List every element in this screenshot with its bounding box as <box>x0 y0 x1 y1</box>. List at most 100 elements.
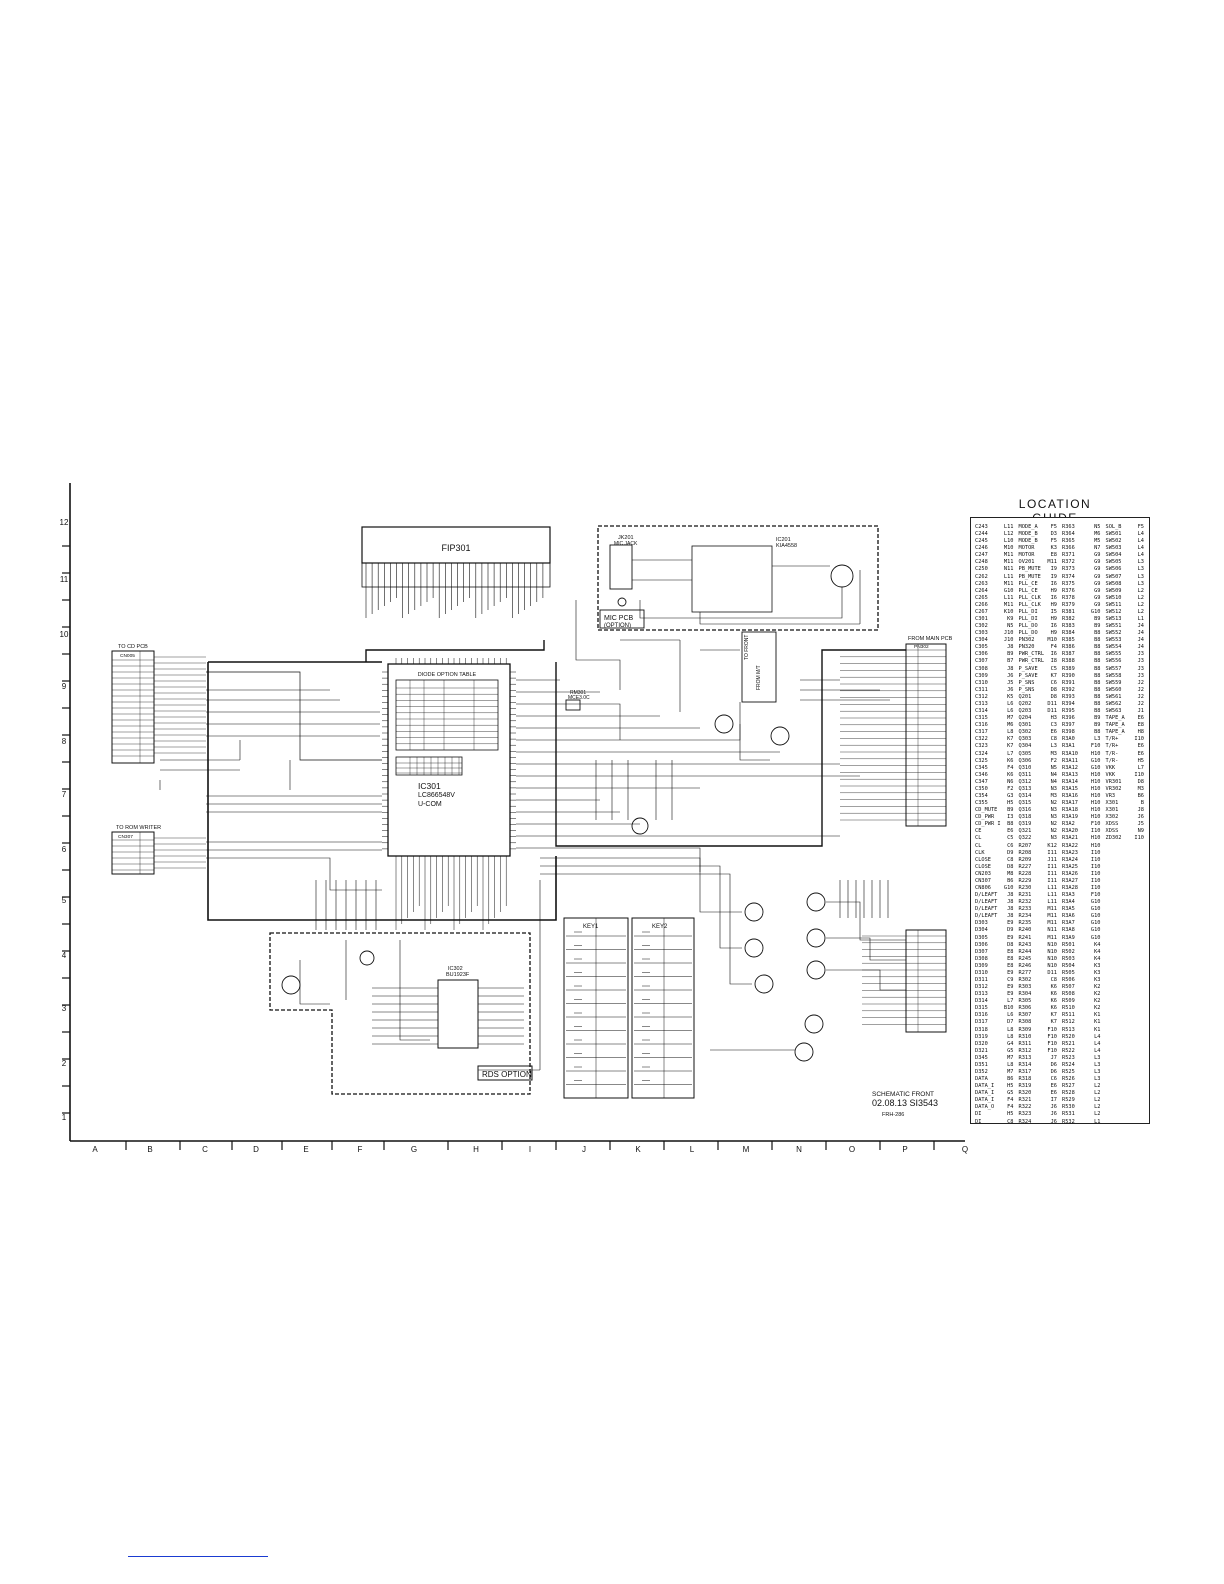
ref-designator: R531 <box>1062 1111 1075 1118</box>
ref-designator: R520 <box>1062 1033 1075 1040</box>
ref-designator: R3A10 <box>1062 750 1078 757</box>
mic-amp-ref: IC201 <box>776 537 791 543</box>
grid-location: K3 <box>1094 969 1101 976</box>
grid-location: M6 <box>1094 531 1101 538</box>
grid-location: I10 <box>1134 835 1144 842</box>
grid-location: D8 <box>1050 686 1057 693</box>
ref-designator: C316 <box>975 722 988 729</box>
ref-designator: DI <box>975 1118 982 1124</box>
grid-location: M5 <box>1094 538 1101 545</box>
ref-designator: P_SNS <box>1018 679 1035 686</box>
grid-location: E9 <box>1007 969 1014 976</box>
grid-location: L6 <box>1007 708 1014 715</box>
ref-designator: Q311 <box>1018 771 1032 778</box>
ref-designator: R363 <box>1062 524 1075 530</box>
ref-designator: P_SAVE <box>1018 672 1038 679</box>
grid-location: M3 <box>1050 792 1057 799</box>
ref-designator: R208 <box>1018 849 1032 856</box>
grid-location: J8 <box>1007 899 1014 906</box>
ref-designator: C247 <box>975 552 988 559</box>
grid-location: L2 <box>1094 1090 1101 1097</box>
mic-jack-label: MIC JACK <box>614 541 638 547</box>
ref-designator: R235 <box>1018 920 1032 927</box>
ref-designator: R3A2 <box>1062 821 1075 828</box>
grid-location: M8 <box>1007 870 1014 877</box>
grid-location: F10 <box>1047 1040 1057 1047</box>
grid-location: D9 <box>1007 927 1014 934</box>
wire-trace <box>710 901 906 1051</box>
grid-location: E6 <box>1050 1083 1057 1090</box>
ref-designator: R3A17 <box>1062 800 1078 807</box>
ref-designator: SW505 <box>1105 559 1122 566</box>
ref-designator: SW561 <box>1105 693 1122 700</box>
grid-location: L2 <box>1094 1083 1101 1090</box>
ref-designator: C302 <box>975 623 988 630</box>
location-guide-row: T/R+E6 <box>1106 743 1148 750</box>
grid-location: N3 <box>1050 785 1057 792</box>
ref-designator: C243 <box>975 524 988 530</box>
grid-location: B9 <box>1094 616 1101 623</box>
grid-location: J6 <box>1137 814 1144 821</box>
grid-location: L8 <box>1007 1026 1014 1033</box>
grid-location: L4 <box>1094 1040 1101 1047</box>
ref-designator: R525 <box>1062 1069 1075 1076</box>
ref-designator: T/R+ <box>1105 743 1119 750</box>
grid-location: E6 <box>1137 750 1144 757</box>
wire-trace <box>160 759 382 813</box>
row-label: 5 <box>62 896 67 905</box>
ref-designator: R310 <box>1018 1033 1032 1040</box>
grid-location: E8 <box>1137 722 1144 729</box>
grid-location: K3 <box>1050 545 1057 552</box>
grid-location: C9 <box>1007 977 1014 983</box>
grid-location: J2 <box>1137 700 1144 707</box>
ref-designator: C312 <box>975 693 988 700</box>
ref-designator: R228 <box>1018 870 1032 877</box>
grid-location: F4 <box>1007 1104 1014 1111</box>
grid-location: B8 <box>1094 679 1101 686</box>
grid-location: B8 <box>1094 729 1101 736</box>
grid-location: G10 <box>1090 899 1101 906</box>
ref-designator: Q203 <box>1018 708 1032 715</box>
ref-designator: R308 <box>1018 1019 1032 1026</box>
grid-location: B8 <box>1094 658 1101 665</box>
mic-pcb-block: MIC PCB (OPTION) JK201 MIC JACK IC201 KI… <box>597 525 879 631</box>
grid-location: J6 <box>1050 1104 1057 1111</box>
ref-designator: C315 <box>975 715 988 722</box>
footer-rule <box>128 1556 268 1557</box>
ic301-microcontroller: DIODE OPTION TABLE IC301 LC866548V U-COM <box>382 658 516 930</box>
wire-trace <box>365 640 545 662</box>
grid-location: G9 <box>1094 594 1101 601</box>
ref-designator: R3A23 <box>1062 849 1078 856</box>
ref-designator: Q321 <box>1018 828 1032 835</box>
ref-designator: D311 <box>975 977 988 983</box>
grid-location: I11 <box>1047 863 1057 870</box>
row-label: 12 <box>60 518 69 527</box>
